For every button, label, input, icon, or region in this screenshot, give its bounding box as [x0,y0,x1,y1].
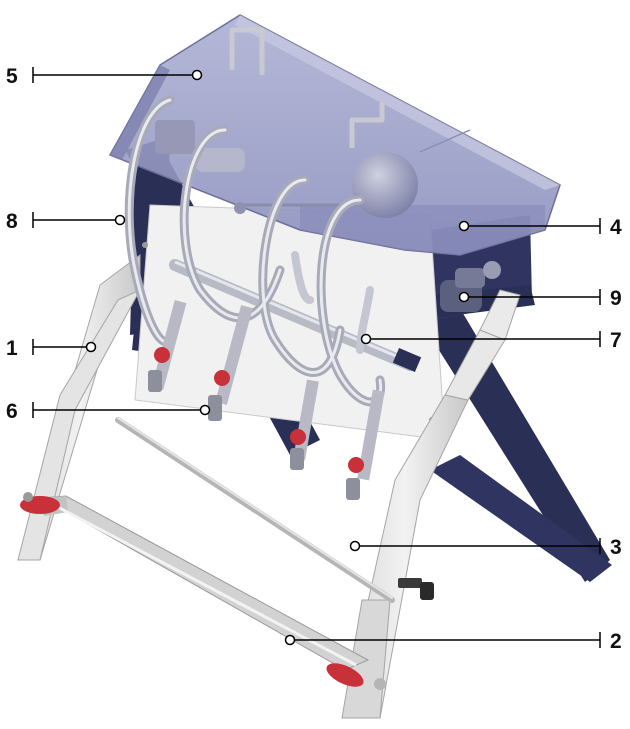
callout-8: 8 [6,210,18,233]
knob-icon [398,578,434,600]
nozzle [346,389,385,500]
leader-4 [458,218,601,234]
callout-5: 5 [6,65,18,88]
nozzles [148,299,385,500]
callout-leaders [32,67,601,648]
callout-2: 2 [610,630,622,653]
callout-6: 6 [6,400,18,423]
nozzle [208,305,253,421]
red-clip-left-icon [20,492,60,514]
leader-6 [32,402,211,418]
hopper-tank [108,14,561,256]
callout-3: 3 [610,536,622,559]
feed-tubes [124,95,386,407]
red-clip-right-icon [326,663,386,690]
manifold [169,259,422,373]
leader-3 [349,538,601,554]
callout-1: 1 [6,337,18,360]
leader-2 [284,632,601,648]
leader-8 [32,212,126,228]
callout-7: 7 [610,329,622,352]
nozzle [290,379,319,470]
callout-4: 4 [610,216,622,239]
support-rod [115,417,434,603]
nozzle [148,299,187,392]
callout-9: 9 [610,287,622,310]
foot-bar [20,492,386,690]
leader-7 [360,331,601,347]
callout-labels: 5 8 1 6 4 9 7 3 2 [6,65,622,653]
leader-5 [32,67,203,83]
leader-9 [458,289,601,305]
leader-1 [32,339,97,355]
